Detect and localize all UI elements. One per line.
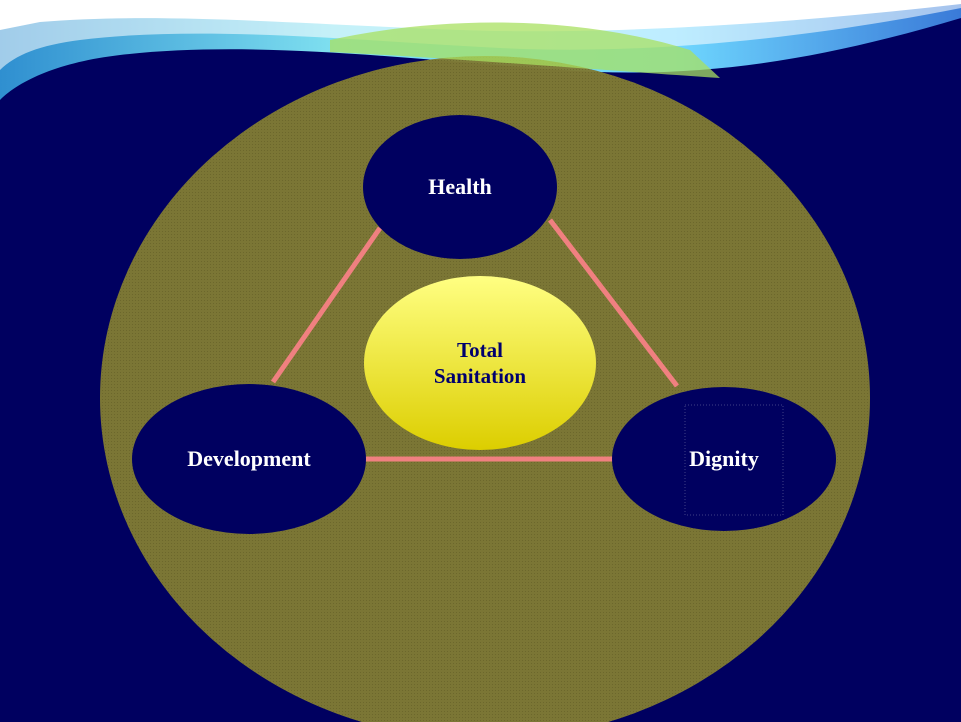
connector-health-development [270,226,383,384]
center-label: Total Sanitation [433,338,527,388]
center-ellipse [364,276,596,450]
dignity-label: Dignity [689,446,759,471]
health-ellipse [363,115,557,259]
development-label: Development [187,446,311,471]
connectors [270,218,679,462]
selection-box [684,404,784,516]
dignity-ellipse [612,387,836,531]
wave-highlight [330,22,720,78]
health-label: Health [428,174,492,199]
development-ellipse [132,384,366,534]
connector-health-dignity [548,218,679,388]
